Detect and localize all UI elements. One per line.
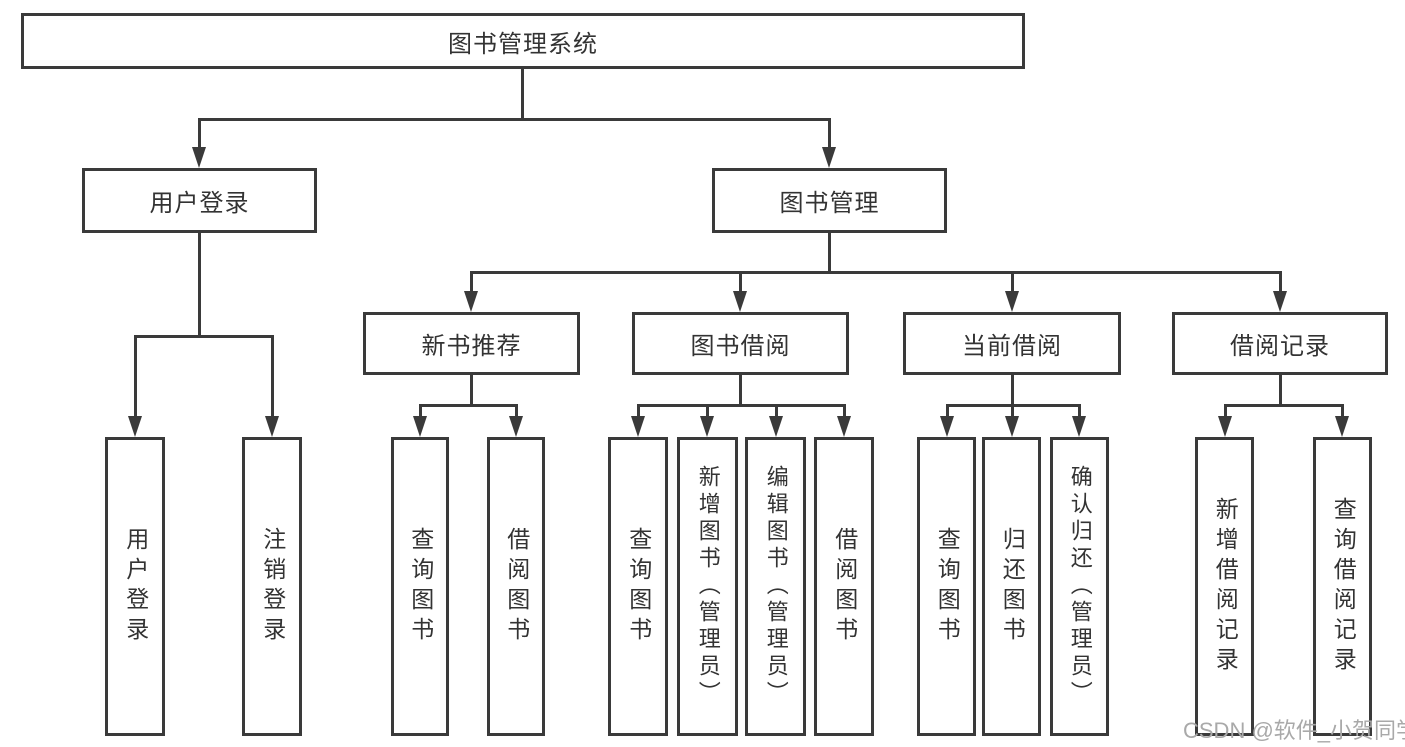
connector-line <box>1011 404 1014 418</box>
leaf-query-borrow-record: 查询借阅记录 <box>1313 437 1372 736</box>
connector-line <box>843 404 846 418</box>
node-current-borrowing: 当前借阅 <box>903 312 1121 375</box>
arrow-down-icon <box>768 416 783 437</box>
connector-line <box>1279 271 1282 293</box>
node-label: 图书管理 <box>779 190 880 217</box>
leaf-add-books-admin: 新增图书（管理员） <box>677 437 738 736</box>
leaf-confirm-return-admin: 确认归还（管理员） <box>1050 437 1109 736</box>
connector-line <box>739 271 742 293</box>
node-book-borrowing: 图书借阅 <box>632 312 849 375</box>
leaf-add-borrow-record: 新增借阅记录 <box>1195 437 1254 736</box>
connector-line <box>1011 271 1014 293</box>
connector-line <box>515 404 518 418</box>
connector-line <box>419 404 422 418</box>
leaf-edit-books-admin: 编辑图书（管理员） <box>745 437 806 736</box>
connector-line <box>1341 404 1344 418</box>
leaf-label: 查询图书 <box>407 526 434 647</box>
leaf-query-books-borrow: 查询图书 <box>608 437 668 736</box>
arrow-down-icon <box>836 416 851 437</box>
arrow-down-icon <box>1004 416 1019 437</box>
arrow-down-icon <box>1071 416 1086 437</box>
connector-line <box>637 404 845 407</box>
connector-line <box>1078 404 1081 418</box>
connector-line <box>470 375 473 406</box>
arrow-down-icon <box>1217 416 1232 437</box>
arrow-down-icon <box>508 416 523 437</box>
node-label: 用户登录 <box>149 190 250 217</box>
connector-line <box>828 233 831 273</box>
leaf-label: 借阅图书 <box>831 526 858 647</box>
arrow-down-icon <box>463 291 478 312</box>
leaf-label: 新增图书（管理员） <box>695 465 721 708</box>
connector-line <box>1011 375 1014 406</box>
leaf-borrow-books-recommend: 借阅图书 <box>487 437 545 736</box>
connector-line <box>706 404 709 418</box>
connector-line <box>198 118 831 121</box>
arrow-down-icon <box>699 416 714 437</box>
leaf-query-books-recommend: 查询图书 <box>391 437 449 736</box>
arrow-down-icon <box>1272 291 1287 312</box>
arrow-down-icon <box>127 416 142 437</box>
connector-line <box>198 118 201 150</box>
connector-line <box>470 271 1281 274</box>
arrow-down-icon <box>1004 291 1019 312</box>
node-borrowing-records: 借阅记录 <box>1172 312 1388 375</box>
connector-line <box>739 375 742 406</box>
connector-line <box>775 404 778 418</box>
connector-line <box>134 335 273 338</box>
arrow-down-icon <box>630 416 645 437</box>
leaf-label: 注销登录 <box>259 526 286 647</box>
leaf-logout: 注销登录 <box>242 437 302 736</box>
connector-line <box>521 68 524 120</box>
leaf-label: 查询借阅记录 <box>1330 496 1357 677</box>
connector-line <box>419 404 517 407</box>
leaf-label: 编辑图书（管理员） <box>763 465 789 708</box>
csdn-watermark: CSDN @软件_小贺同学 <box>1183 718 1405 743</box>
arrow-down-icon <box>939 416 954 437</box>
node-label: 图书借阅 <box>690 333 791 360</box>
node-library-management-system: 图书管理系统 <box>21 13 1025 69</box>
arrow-down-icon <box>412 416 427 437</box>
node-label: 新书推荐 <box>421 333 522 360</box>
node-label: 借阅记录 <box>1230 333 1330 360</box>
leaf-label: 用户登录 <box>122 526 149 647</box>
leaf-query-books-current: 查询图书 <box>917 437 976 736</box>
connector-line <box>198 233 201 337</box>
arrow-down-icon <box>732 291 747 312</box>
leaf-label: 查询图书 <box>934 526 961 647</box>
connector-line <box>637 404 640 418</box>
leaf-borrow-books: 借阅图书 <box>814 437 874 736</box>
connector-line <box>1224 404 1227 418</box>
arrow-down-icon <box>1334 416 1349 437</box>
node-label: 当前借阅 <box>962 333 1062 360</box>
connector-line <box>828 118 831 150</box>
node-user-login: 用户登录 <box>82 168 317 233</box>
leaf-label: 归还图书 <box>999 526 1026 647</box>
connector-line <box>271 335 274 418</box>
node-new-book-recommend: 新书推荐 <box>363 312 580 375</box>
leaf-label: 确认归还（管理员） <box>1067 465 1093 708</box>
connector-line <box>946 404 949 418</box>
leaf-label: 查询图书 <box>625 526 652 647</box>
leaf-return-books: 归还图书 <box>982 437 1041 736</box>
leaf-label: 新增借阅记录 <box>1212 496 1239 677</box>
leaf-label: 借阅图书 <box>503 526 530 647</box>
connector-line <box>1224 404 1343 407</box>
connector-line <box>134 335 137 418</box>
connector-line <box>1279 375 1282 406</box>
arrow-down-icon <box>191 147 206 168</box>
arrow-down-icon <box>821 147 836 168</box>
arrow-down-icon <box>264 416 279 437</box>
connector-line <box>470 271 473 293</box>
leaf-user-login: 用户登录 <box>105 437 165 736</box>
node-book-management: 图书管理 <box>712 168 947 233</box>
node-label: 图书管理系统 <box>448 30 598 58</box>
